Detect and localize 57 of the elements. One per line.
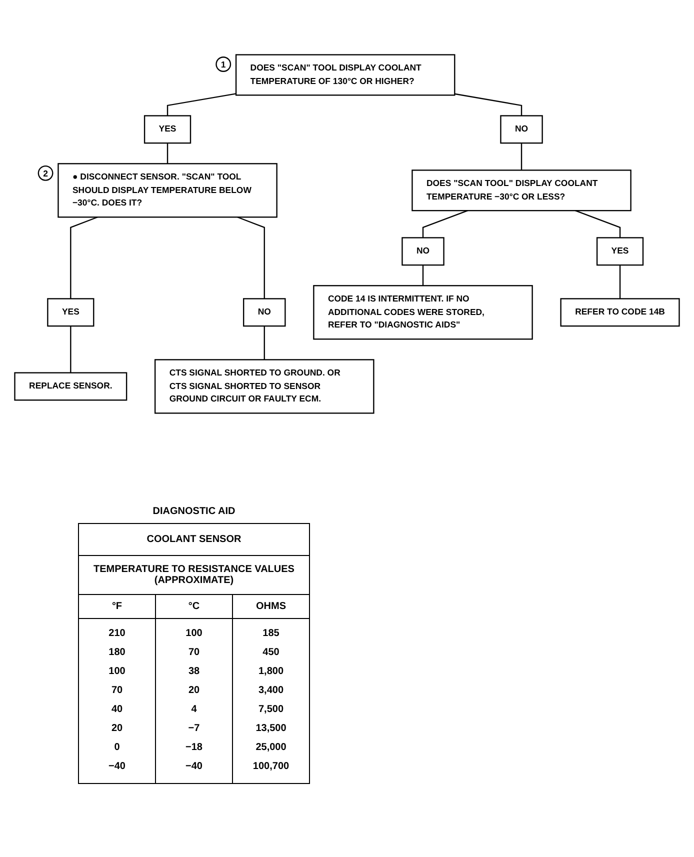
connector-line	[70, 216, 98, 299]
table-cell: 4	[156, 700, 232, 719]
table-cell: 25,000	[232, 738, 310, 757]
answer-tag: NO	[402, 237, 444, 266]
table-cell: −40	[156, 757, 232, 784]
connector-line	[166, 93, 236, 116]
action-box: CTS SIGNAL SHORTED TO GROUND. OR CTS SIGNAL SHORTED TO SENSOR GROUND CIRCUIT OR FAULTY ECM.	[154, 359, 374, 414]
table-cell: 100,700	[232, 757, 310, 784]
column-header: °F	[78, 594, 156, 618]
answer-tag: YES	[596, 237, 644, 266]
answer-tag: NO	[243, 298, 286, 327]
connector-line	[70, 326, 72, 373]
table-cell: 210	[78, 618, 156, 643]
connector-line	[619, 265, 621, 299]
question-box: DOES "SCAN" TOOL DISPLAY COOLANT TEMPERATURE OF 130°C OR HIGHER?	[235, 54, 456, 96]
table-cell: −7	[156, 719, 232, 738]
table-cell: 100	[78, 662, 156, 681]
connector-line	[166, 143, 168, 164]
connector-line	[454, 93, 522, 116]
table-cell: 185	[232, 618, 310, 643]
answer-tag: NO	[500, 115, 543, 144]
table-cell: 450	[232, 643, 310, 662]
table-cell: 3,400	[232, 681, 310, 700]
column-header: °C	[156, 594, 232, 618]
question-box: DOES "SCAN TOOL" DISPLAY COOLANT TEMPERATURE −30°C OR LESS?	[412, 170, 632, 212]
action-box: CODE 14 IS INTERMITTENT. IF NO ADDITIONAL CODES WERE STORED, REFER TO "DIAGNOSTIC AIDS"	[313, 285, 533, 340]
answer-tag: YES	[47, 298, 94, 327]
question-box: ● DISCONNECT SENSOR. "SCAN" TOOL SHOULD DISPLAY TEMPERATURE BELOW −30°C. DOES IT?	[58, 163, 278, 218]
connector-line	[264, 326, 265, 360]
table-cell: 1,800	[232, 662, 310, 681]
column-header: OHMS	[232, 594, 310, 618]
answer-tag: YES	[144, 115, 192, 144]
connector-line	[422, 265, 424, 286]
table-cell: 70	[156, 643, 232, 662]
step-number: 1	[216, 56, 232, 72]
table-cell: 20	[78, 719, 156, 738]
table-cell: 7,500	[232, 700, 310, 719]
table-cell: 0	[78, 738, 156, 757]
connector-line	[237, 216, 265, 299]
table-cell: −40	[78, 757, 156, 784]
table-cell: 40	[78, 700, 156, 719]
table-title: DIAGNOSTIC AID	[152, 506, 236, 517]
table-cell: 38	[156, 662, 232, 681]
table-heading: COOLANT SENSOR	[78, 524, 310, 556]
action-box: REPLACE SENSOR.	[14, 372, 128, 401]
table-cell: 20	[156, 681, 232, 700]
table-cell: 100	[156, 618, 232, 643]
table-cell: −18	[156, 738, 232, 757]
connector-line	[575, 210, 621, 238]
connector-line	[520, 143, 522, 170]
action-box: REFER TO CODE 14B	[560, 298, 680, 327]
table-cell: 180	[78, 643, 156, 662]
connector-line	[422, 210, 468, 238]
table-cell: 70	[78, 681, 156, 700]
step-number: 2	[38, 165, 54, 181]
table-heading: TEMPERATURE TO RESISTANCE VALUES (APPROXIMATE)	[78, 556, 310, 594]
table-cell: 13,500	[232, 719, 310, 738]
